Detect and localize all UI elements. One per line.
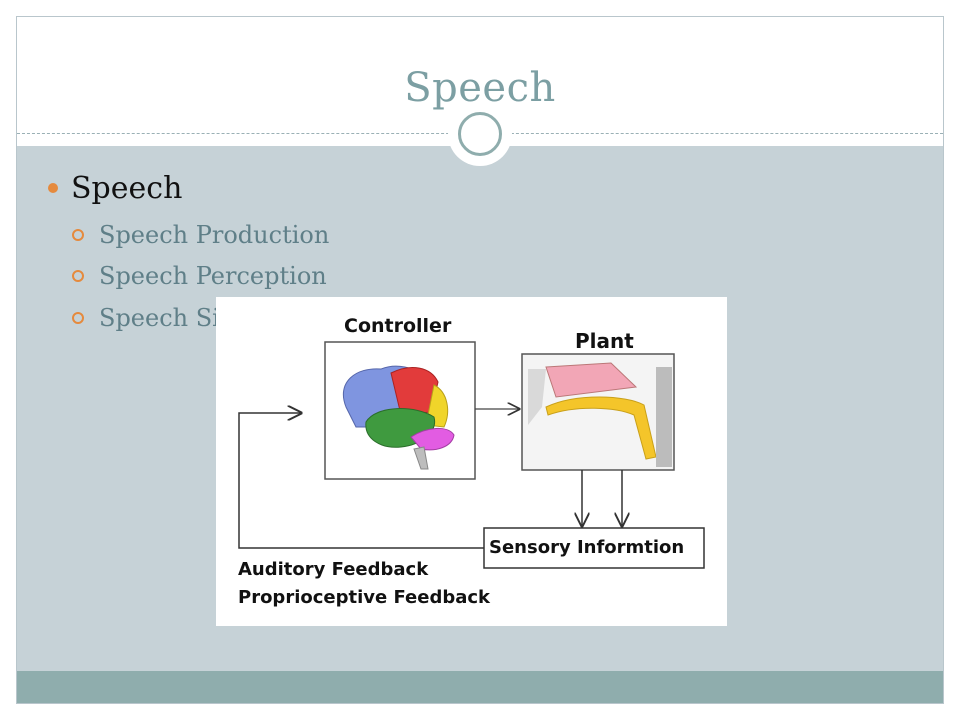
proprioceptive-feedback-label: Proprioceptive Feedback [238,587,491,608]
auditory-feedback-label: Auditory Feedback [238,559,429,580]
speech-control-diagram: Controller Plant Sensory Informtion Audi… [216,297,727,626]
sub-bullet-perception: Speech Perception [72,259,327,293]
controller-label: Controller [344,315,452,337]
brain-icon [343,365,455,470]
sub-bullet-text: Speech Si [99,304,220,332]
circle-ornament-icon [448,102,512,166]
filled-bullet-icon [48,183,58,193]
sensory-label: Sensory Informtion [489,537,685,558]
sub-bullet-production: Speech Production [72,218,329,252]
sub-bullet-text: Speech Perception [99,262,327,290]
sub-bullet-synthesis: Speech Si [72,301,220,335]
vocal-tract-icon [528,362,672,467]
ring-bullet-icon [72,270,84,282]
ring-bullet-icon [72,229,84,241]
footer-band [17,671,943,703]
ring-bullet-icon [72,312,84,324]
bullet-main-text: Speech [71,170,183,206]
sensory-box [483,527,705,569]
bullet-main: Speech [48,168,182,208]
plant-label: Plant [575,329,634,353]
ornament-ring [458,112,502,156]
diagram-drawing [238,341,705,569]
sub-bullet-text: Speech Production [99,221,330,249]
